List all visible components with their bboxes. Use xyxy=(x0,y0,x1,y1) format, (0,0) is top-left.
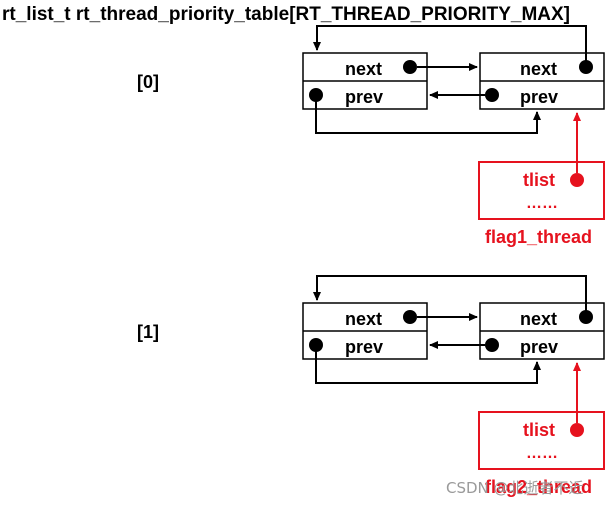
head-list-node: next prev xyxy=(302,302,428,360)
thread-prev-pointer-dot xyxy=(485,338,499,352)
thread-prev-label: prev xyxy=(520,337,558,357)
thread-name-label: flag1_thread xyxy=(485,227,592,247)
wrap-prev-arrow xyxy=(315,95,541,134)
thread-name-label: flag2_thread xyxy=(485,477,592,497)
wrap-next-arrow xyxy=(313,275,587,317)
thread-ellipsis: …… xyxy=(526,195,558,212)
thread-struct-box: tlist …… xyxy=(478,161,605,220)
thread-struct-outline xyxy=(478,411,605,470)
thread-tlist-label: tlist xyxy=(523,170,555,190)
thread-prev-label: prev xyxy=(520,87,558,107)
head-next-label: next xyxy=(345,59,382,79)
thread-tlist-label: tlist xyxy=(523,420,555,440)
head-list-node: next prev xyxy=(302,52,428,110)
thread-list-node: next prev xyxy=(479,52,605,110)
thread-prev-pointer-dot xyxy=(485,88,499,102)
csdn-watermark: CSDN @北逝者不近 xyxy=(446,479,584,497)
tlist-pointer-dot xyxy=(570,173,584,187)
priority-group-1: [1] next prev next prev tlist xyxy=(137,275,605,497)
head-next-label: next xyxy=(345,309,382,329)
priority-group-0: [0] next prev next prev tlist xyxy=(137,25,605,247)
wrap-prev-arrow xyxy=(315,345,541,384)
head-next-pointer-dot xyxy=(403,60,417,74)
thread-next-label: next xyxy=(520,59,557,79)
thread-struct-box: tlist …… xyxy=(478,411,605,470)
thread-struct-outline xyxy=(478,161,605,220)
priority-index-label: [1] xyxy=(137,322,159,342)
priority-index-label: [0] xyxy=(137,72,159,92)
thread-ellipsis: …… xyxy=(526,445,558,462)
thread-next-label: next xyxy=(520,309,557,329)
tlist-pointer-dot xyxy=(570,423,584,437)
head-prev-label: prev xyxy=(345,87,383,107)
head-prev-label: prev xyxy=(345,337,383,357)
head-next-pointer-dot xyxy=(403,310,417,324)
thread-list-node: next prev xyxy=(479,302,605,360)
wrap-next-arrow xyxy=(313,25,587,67)
diagram-title: rt_list_t rt_thread_priority_table[RT_TH… xyxy=(2,4,570,25)
